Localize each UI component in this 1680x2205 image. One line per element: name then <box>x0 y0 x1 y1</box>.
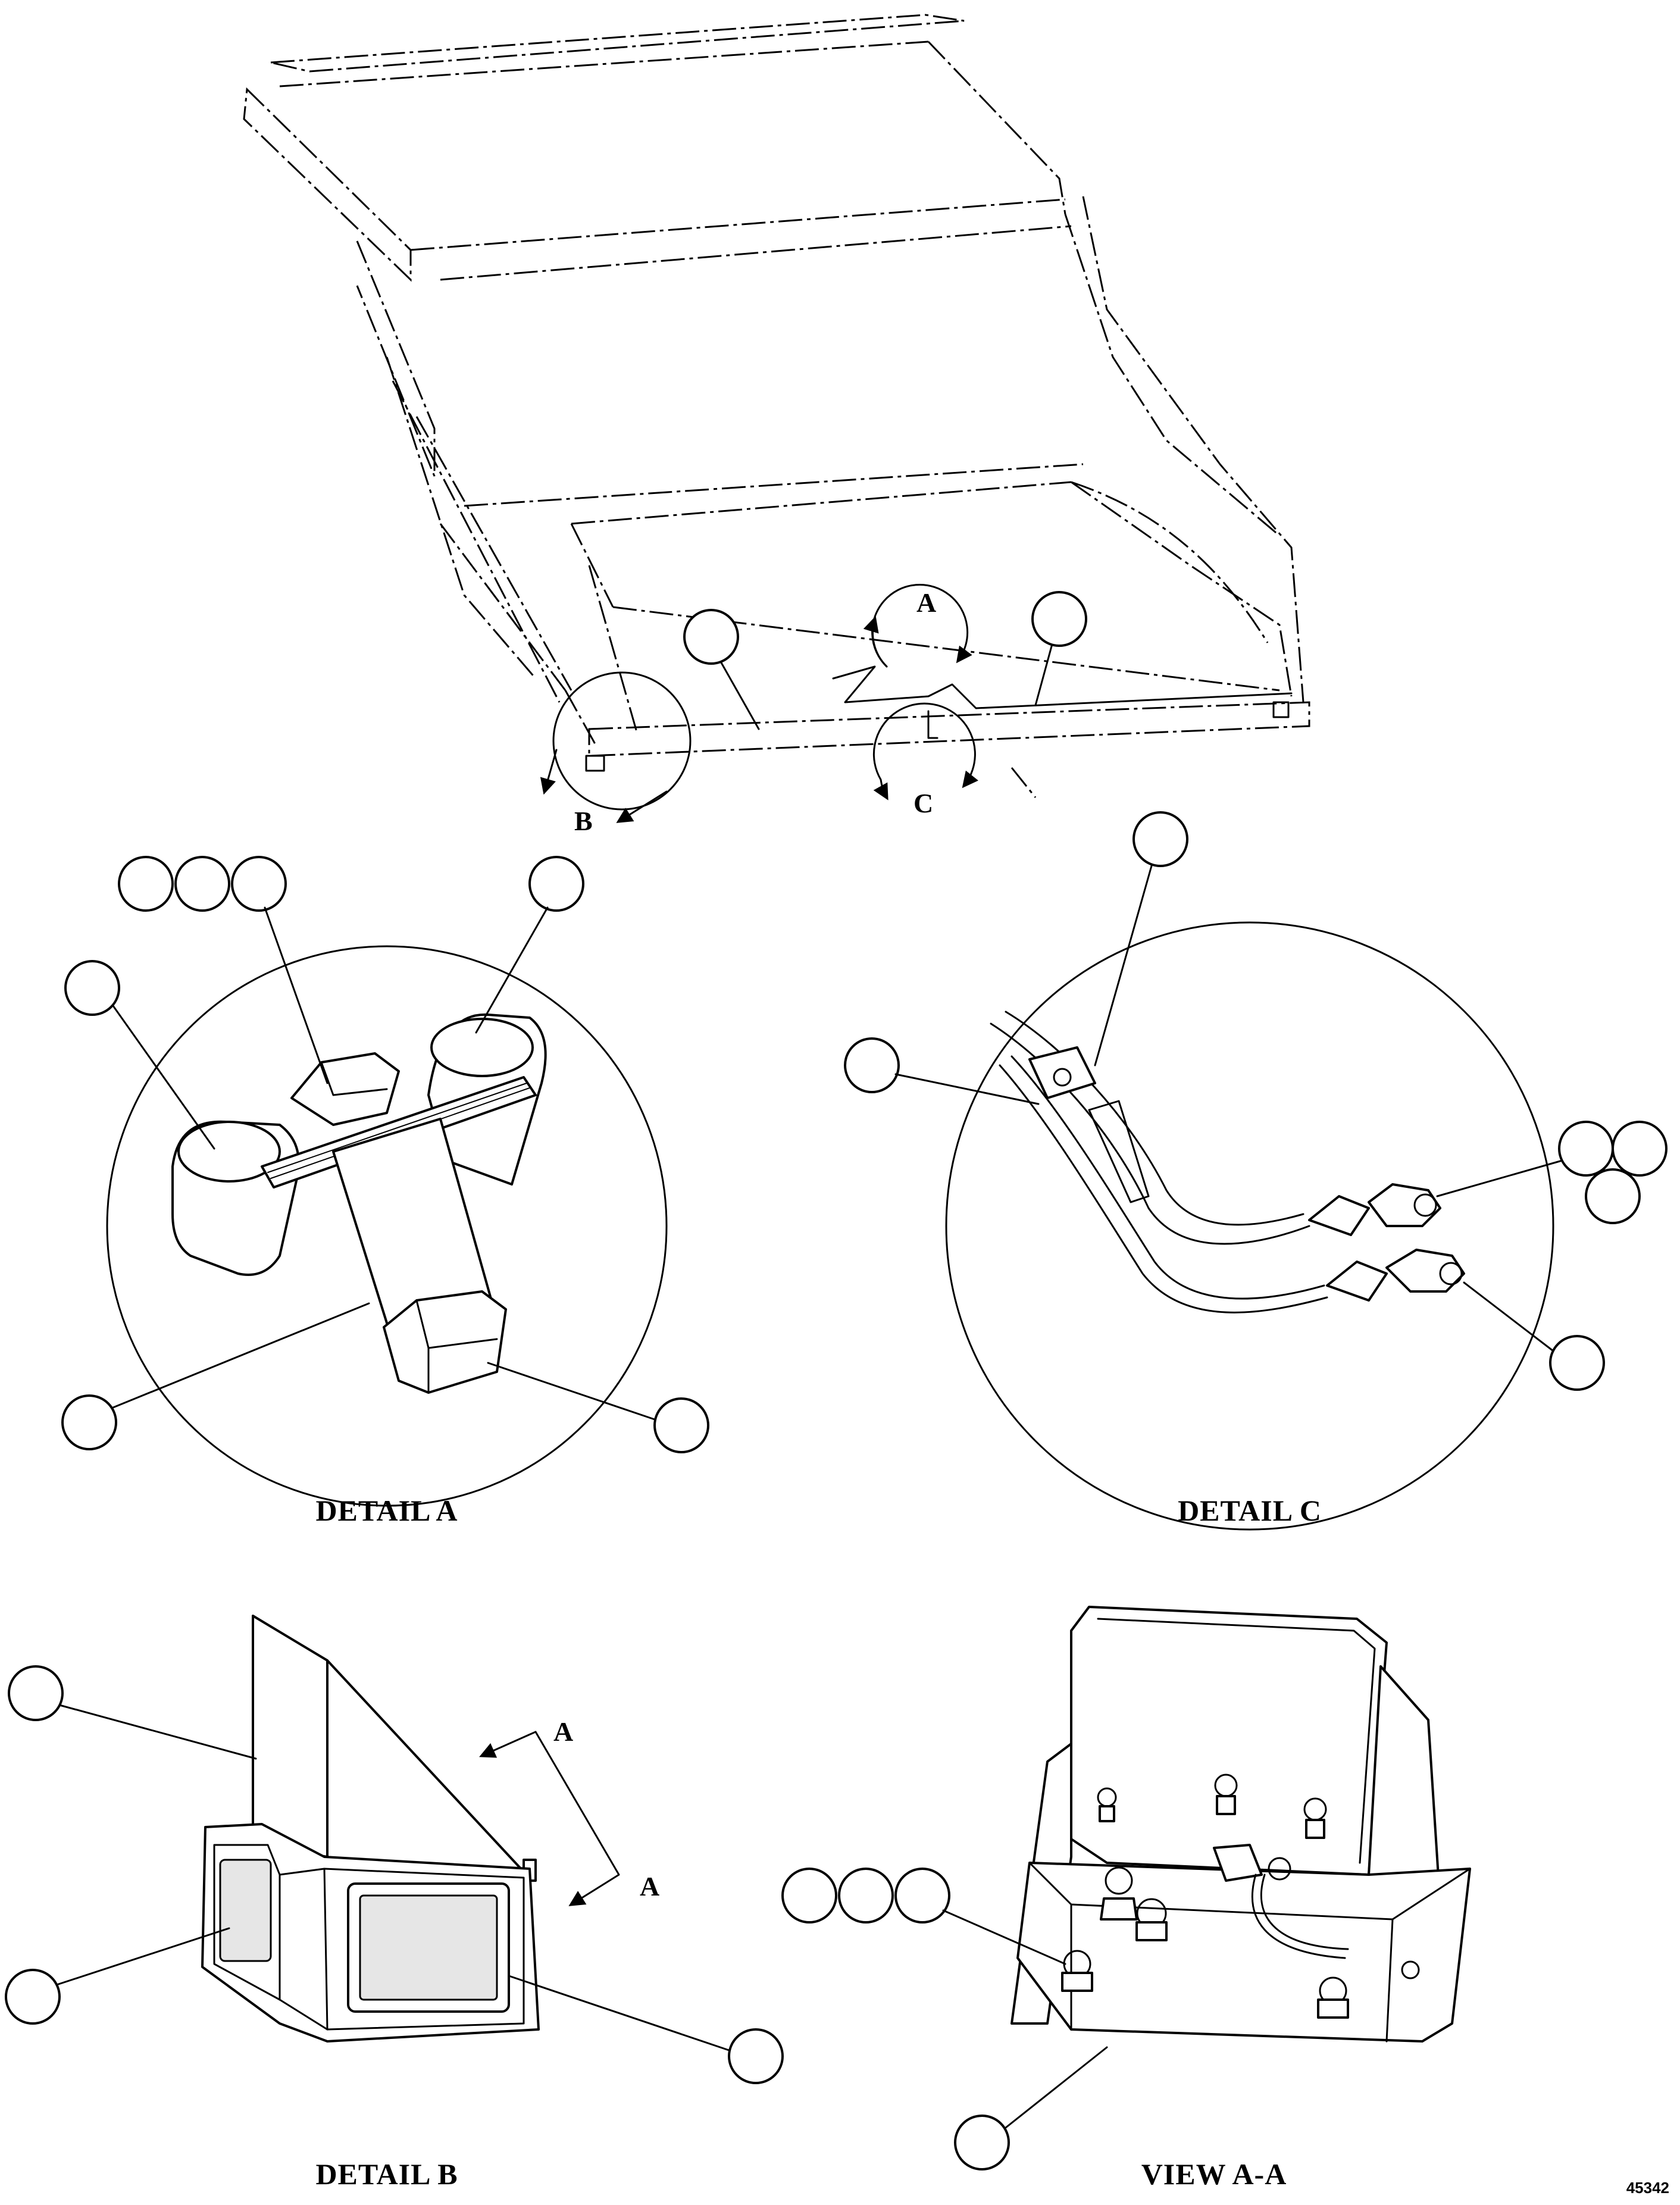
detail-b: A A DETAIL B <box>5 1615 784 2191</box>
detail-c-marker: C <box>913 788 933 818</box>
detail-b-marker: B <box>574 806 593 836</box>
view-aa-caption: VIEW A-A <box>1141 2157 1287 2191</box>
view-a-a: VIEW A-A <box>781 1606 1471 2191</box>
detail-a-indicator: A <box>863 584 972 668</box>
detail-a-caption: DETAIL A <box>315 1494 458 1527</box>
detail-c: DETAIL C <box>844 811 1668 1531</box>
figure-number: 45342 <box>1626 2179 1669 2197</box>
fasteners <box>1061 1774 1420 2019</box>
detail-c-indicator: C <box>872 702 978 818</box>
section-a-top-marker: A <box>553 1716 573 1747</box>
detail-a: DETAIL A <box>61 856 709 1527</box>
detail-c-caption: DETAIL C <box>1178 1494 1322 1527</box>
main-assembly-view <box>243 14 1310 798</box>
detail-b-caption: DETAIL B <box>315 2157 458 2191</box>
main-balloons <box>683 591 1087 730</box>
detail-b-indicator: B <box>540 671 692 836</box>
section-a-bottom-marker: A <box>640 1871 659 1901</box>
detail-a-marker: A <box>916 587 936 618</box>
